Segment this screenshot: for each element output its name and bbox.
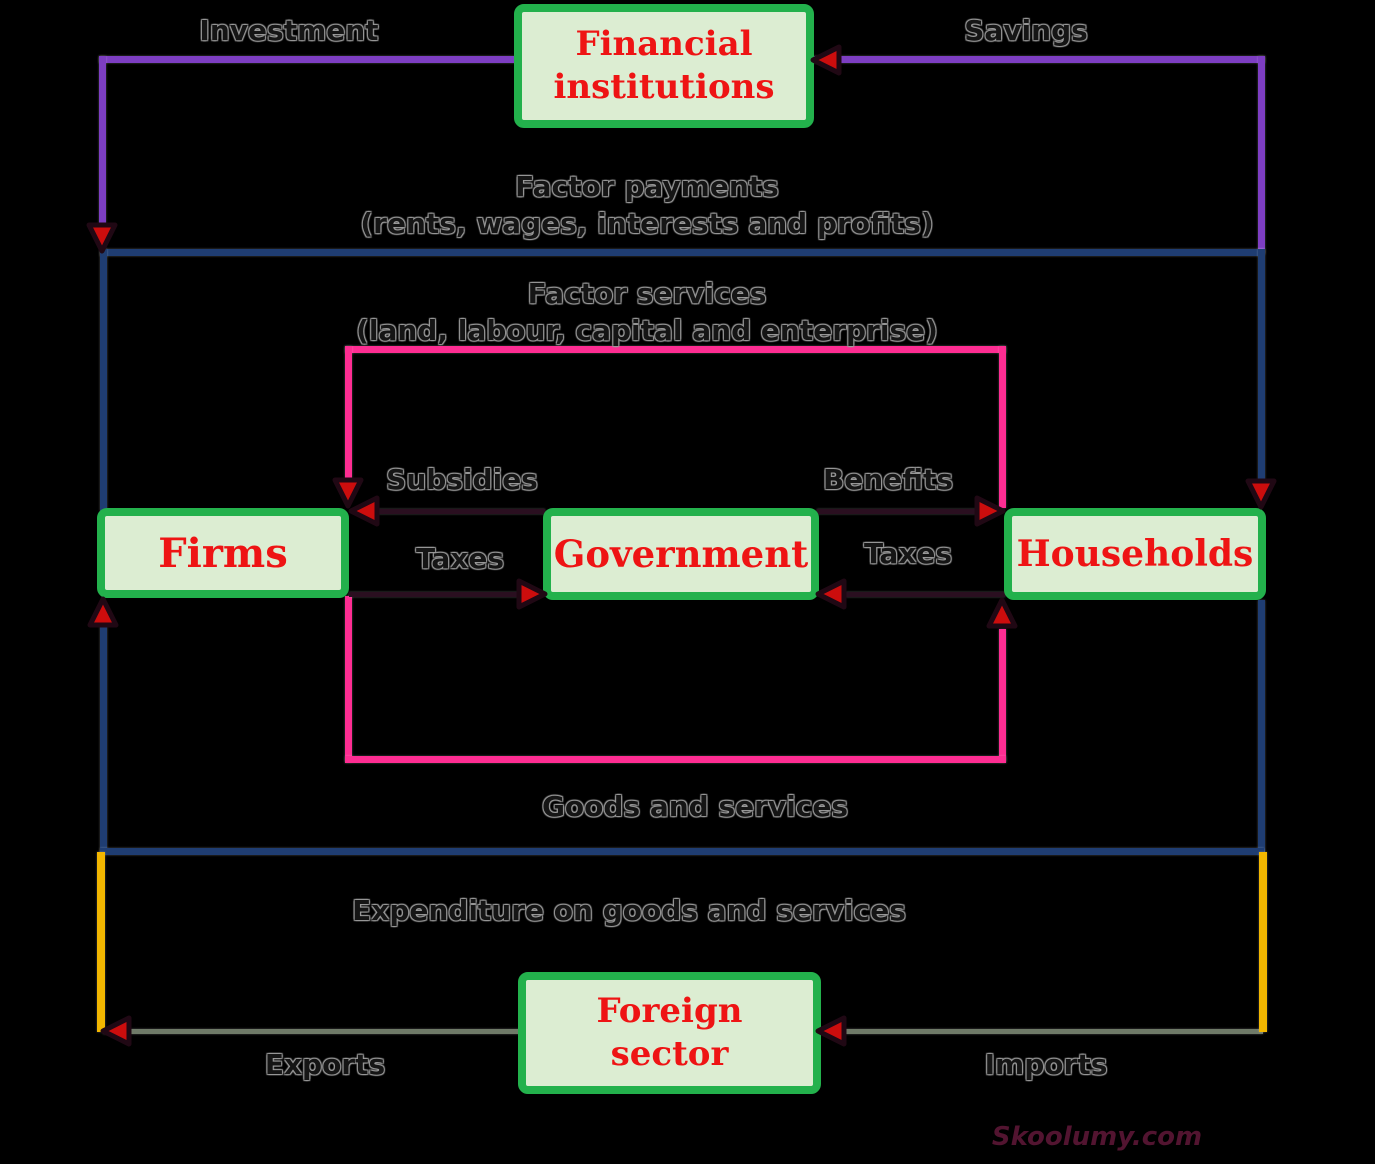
taxes-firms-arrowhead — [515, 577, 549, 611]
taxes-firms-label: Taxes — [415, 542, 505, 575]
factor-services-line-right-upper — [999, 346, 1006, 508]
exports-line — [103, 1029, 520, 1034]
goods-services-line-left — [100, 622, 107, 852]
subsidies-label: Subsidies — [386, 463, 538, 496]
watermark-text: Skoolumy.com — [991, 1122, 1203, 1152]
goods-services-firms-arrowhead — [86, 595, 120, 629]
factor-services-line-left-upper — [345, 346, 352, 481]
goods-services-line-right — [1258, 600, 1265, 852]
factor-payments-arrowhead — [1244, 477, 1278, 511]
factor-services-line-bottom — [345, 756, 1006, 763]
imports-line — [843, 1029, 1263, 1034]
factor-services-line-top — [345, 346, 1006, 353]
expenditure-label: Expenditure on goods and services — [352, 894, 906, 927]
taxes-households-label: Taxes — [863, 537, 953, 570]
firms-box: Firms — [97, 508, 349, 598]
expenditure-line-left — [97, 852, 105, 1032]
imports-arrowhead — [814, 1014, 848, 1048]
foreign-sector-box: Foreign sector — [518, 972, 821, 1094]
exports-arrowhead — [99, 1014, 133, 1048]
factor-services-line-right-lower — [999, 629, 1006, 762]
subsidies-arrowhead — [347, 494, 381, 528]
financial-institutions-box: Financial institutions — [514, 4, 814, 128]
taxes-households-line — [846, 592, 1005, 597]
benefits-label: Benefits — [822, 463, 954, 496]
taxes-households-arrowhead — [814, 577, 848, 611]
savings-label: Savings — [964, 14, 1088, 47]
investment-label: Investment — [199, 14, 379, 47]
investment-arrowhead — [85, 221, 119, 255]
benefits-line — [817, 509, 977, 514]
factor-payments-line-left — [100, 249, 107, 511]
factor-services-firms-arrowhead — [331, 476, 365, 510]
investment-line-left — [99, 56, 106, 228]
savings-line-right — [1258, 56, 1265, 254]
imports-label: Imports — [984, 1048, 1108, 1081]
exports-label: Exports — [264, 1048, 386, 1081]
households-box: Households — [1004, 508, 1266, 600]
goods-and-services-label: Goods and services — [541, 790, 849, 823]
factor-payments-label: Factor payments (rents, wages, interests… — [360, 170, 934, 240]
government-box: Government — [543, 508, 819, 600]
expenditure-line-right — [1259, 852, 1267, 1032]
factor-services-label: Factor services (land, labour, capital a… — [356, 277, 938, 347]
factor-services-line-left-lower — [345, 596, 352, 762]
savings-arrowhead — [809, 43, 843, 77]
benefits-arrowhead — [973, 494, 1007, 528]
goods-services-line-bottom — [100, 848, 1264, 855]
goods-services-households-arrowhead — [985, 596, 1019, 630]
factor-payments-line-right — [1258, 249, 1265, 487]
taxes-firms-line — [349, 592, 519, 597]
subsidies-line — [378, 509, 545, 514]
factor-payments-line-top — [100, 249, 1264, 256]
